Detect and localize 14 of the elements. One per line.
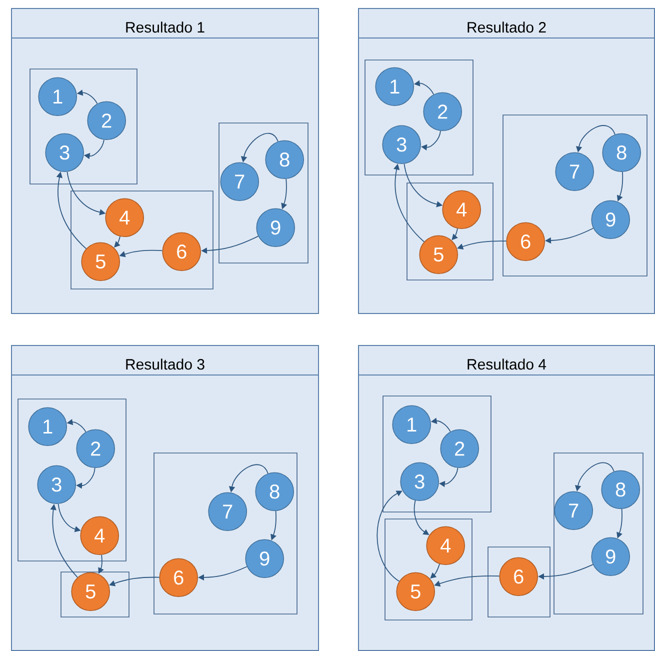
group-frame: [554, 452, 644, 614]
group-frame: [30, 68, 138, 184]
group-frame: [154, 452, 298, 614]
group-frame: [502, 114, 648, 276]
group-frame: [364, 60, 474, 176]
group-frame: [406, 182, 494, 280]
group-frame: [384, 518, 472, 620]
group-frame: [382, 396, 492, 512]
group-frame: [488, 546, 550, 618]
group-frame: [70, 190, 214, 290]
group-frame: [18, 398, 126, 562]
arrow: [376, 490, 402, 582]
group-frame: [60, 572, 130, 618]
group-frame: [218, 122, 308, 264]
